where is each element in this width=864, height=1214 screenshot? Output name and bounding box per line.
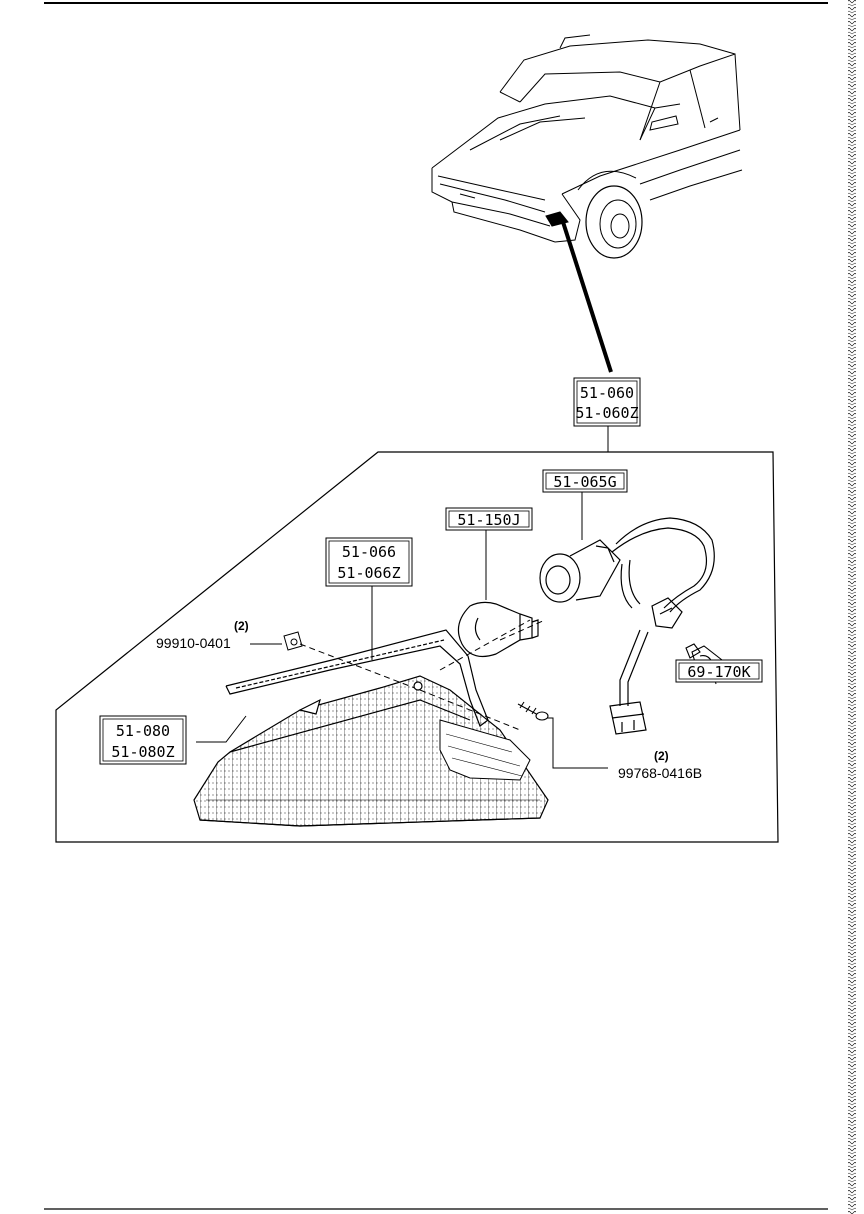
assembly-part-number-alt: 51-060Z xyxy=(575,404,638,422)
clip-part-number: 99910-0401 xyxy=(156,635,231,651)
screw-quantity: (2) xyxy=(654,749,669,763)
screw-part-number: 99768-0416B xyxy=(618,765,702,781)
leader-screw xyxy=(547,717,608,769)
gasket-label-box: 51-066 51-066Z xyxy=(325,537,413,587)
car-illustration xyxy=(431,34,743,259)
gasket-part-number: 51-066 xyxy=(342,543,396,561)
binding-edge-pattern xyxy=(848,0,856,1214)
screw-icon xyxy=(517,701,549,721)
lens-part-number: 51-080 xyxy=(116,722,170,740)
bulb-label-box: 51-150J xyxy=(445,507,533,531)
exploded-view-frame xyxy=(55,451,779,843)
lens-label-box: 51-080 51-080Z xyxy=(99,715,187,765)
socket-harness-icon xyxy=(539,517,715,735)
lens-part-number-alt: 51-080Z xyxy=(111,743,174,761)
page-frame xyxy=(44,0,856,1214)
lens-housing-icon xyxy=(193,675,549,827)
gasket-part-number-alt: 51-066Z xyxy=(337,564,400,582)
leader-car-to-assembly xyxy=(561,221,613,373)
clip-quantity: (2) xyxy=(234,619,249,633)
socket-part-number: 51-065G xyxy=(553,473,616,491)
assembly-part-number: 51-060 xyxy=(580,384,634,402)
assembly-label-box: 51-060 51-060Z xyxy=(573,377,641,427)
clip-icon xyxy=(283,631,303,651)
bulb-icon xyxy=(457,601,539,657)
socket-label-box: 51-065G xyxy=(542,469,628,493)
leader-lens xyxy=(196,715,247,743)
bulb-part-number: 51-150J xyxy=(457,511,520,529)
side-bulb-label-box: 69-170K xyxy=(675,659,763,683)
side-bulb-part-number: 69-170K xyxy=(687,663,750,681)
